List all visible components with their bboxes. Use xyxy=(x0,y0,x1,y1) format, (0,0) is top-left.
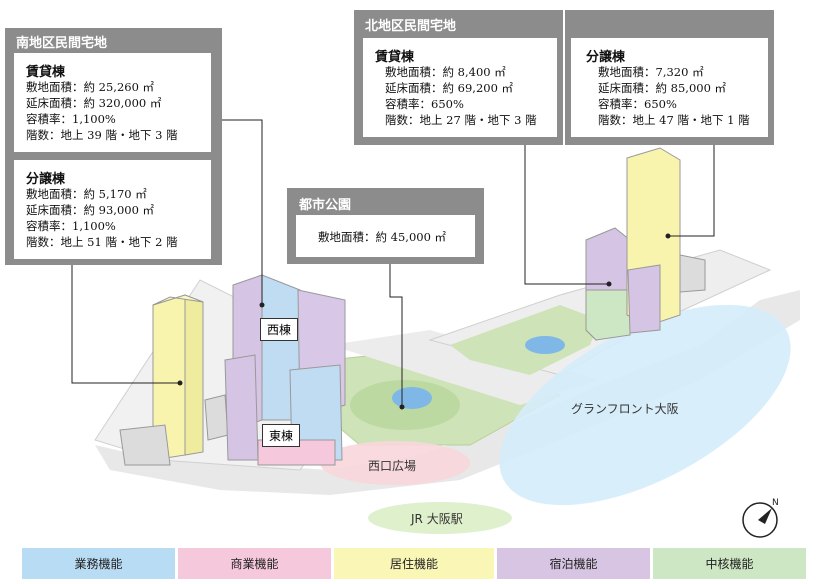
legend-hotel: 宿泊機能 xyxy=(497,548,650,579)
north-condo-line: 容積率：650% xyxy=(598,97,677,111)
north-condo-title: 分譲棟 xyxy=(586,50,626,65)
park-pond xyxy=(392,387,432,409)
leader-south-condo xyxy=(71,265,180,384)
leader-dot xyxy=(177,380,183,386)
north-rental-lower xyxy=(585,289,631,341)
legend-core: 中核機能 xyxy=(653,548,806,579)
west-plaza-label: 西口広場 xyxy=(368,459,417,473)
leader-north-condo xyxy=(668,138,715,237)
south-rental-title: 賃貸棟 xyxy=(26,65,66,80)
north-panel-title: 北地区民間宅地 xyxy=(365,19,457,34)
legend-label: 業務機能 xyxy=(74,557,123,571)
grand-front-label: グランフロント大阪 xyxy=(571,402,679,416)
west-low-building xyxy=(224,354,259,461)
south-rental-line: 敷地面積：約 25,260 ㎡ xyxy=(26,80,155,94)
north-pond xyxy=(525,336,565,354)
north-panel-divider xyxy=(563,10,565,145)
legend-commercial: 商業機能 xyxy=(178,548,331,579)
south-podium-mid xyxy=(204,394,229,441)
leader-dot xyxy=(606,281,612,287)
legend-label: 商業機能 xyxy=(230,557,279,571)
north-condo-line: 敷地面積：7,320 ㎡ xyxy=(598,65,704,79)
leader-dot xyxy=(259,302,265,308)
legend-label: 居住機能 xyxy=(389,557,438,571)
north-podium xyxy=(627,264,661,334)
west-tower-label: 西棟 xyxy=(260,318,299,341)
legend-office: 業務機能 xyxy=(22,548,175,579)
grand-front-zone xyxy=(499,304,791,506)
leader-north-rental xyxy=(524,145,609,285)
park-line: 敷地面積：約 45,000 ㎡ xyxy=(318,230,447,244)
legend-label: 中核機能 xyxy=(705,557,754,571)
compass-n: N xyxy=(772,498,779,508)
north-rental-card: 賃貸棟 敷地面積：約 8,400 ㎡ 延床面積：約 69,200 ㎡ 容積率：6… xyxy=(363,38,557,137)
south-rental-card: 賃貸棟 敷地面積：約 25,260 ㎡ 延床面積：約 320,000 ㎡ 容積率… xyxy=(14,53,211,152)
park-card: 敷地面積：約 45,000 ㎡ xyxy=(296,215,475,257)
road xyxy=(330,330,600,405)
leader-south-rental xyxy=(212,119,263,305)
south-condo-line: 敷地面積：約 5,170 ㎡ xyxy=(26,187,147,201)
south-condo-line: 容積率：1,100% xyxy=(26,219,116,233)
legend-label: 宿泊機能 xyxy=(549,557,598,571)
south-rental-line: 容積率：1,100% xyxy=(26,112,116,126)
north-rental-title: 賃貸棟 xyxy=(375,50,415,65)
south-rental-line: 延床面積：約 320,000 ㎡ xyxy=(26,96,162,110)
south-panel-title: 南地区民間宅地 xyxy=(16,36,108,51)
south-condo-title: 分譲棟 xyxy=(26,172,66,187)
north-park xyxy=(450,305,600,375)
north-rental-line: 容積率：650% xyxy=(385,97,464,111)
leader-park xyxy=(389,262,403,407)
leader-dot xyxy=(399,404,405,410)
north-rental-line: 延床面積：約 69,200 ㎡ xyxy=(385,81,514,95)
north-podium-low xyxy=(679,254,706,293)
legend-residential: 居住機能 xyxy=(334,548,494,579)
north-condo-line: 延床面積：約 85,000 ㎡ xyxy=(598,81,727,95)
south-rental-line: 階数：地上 39 階・地下 3 階 xyxy=(26,128,178,142)
south-podium-left xyxy=(119,424,171,466)
north-condo-line: 階数：地上 47 階・地下 1 階 xyxy=(598,113,750,127)
south-condo-card: 分譲棟 敷地面積：約 5,170 ㎡ 延床面積：約 93,000 ㎡ 容積率：1… xyxy=(14,160,211,259)
east-tower-label: 東棟 xyxy=(262,424,301,447)
park-panel-title: 都市公園 xyxy=(299,198,352,213)
west-plaza-zone xyxy=(320,441,470,485)
compass-arrow-head xyxy=(758,508,772,524)
north-condo-card: 分譲棟 敷地面積：7,320 ㎡ 延床面積：約 85,000 ㎡ 容積率：650… xyxy=(571,38,768,137)
south-condo-line: 階数：地上 51 階・地下 2 階 xyxy=(26,235,178,249)
south-condo-tower-top xyxy=(152,294,204,306)
north-rental-line: 階数：地上 27 階・地下 3 階 xyxy=(385,113,537,127)
north-rental-line: 敷地面積：約 8,400 ㎡ xyxy=(385,65,506,79)
south-condo-tower-side xyxy=(184,294,204,456)
south-condo-line: 延床面積：約 93,000 ㎡ xyxy=(26,203,155,217)
jr-station-zone xyxy=(368,502,512,534)
leader-dot xyxy=(665,233,671,239)
jr-station-label: JR 大阪駅 xyxy=(411,512,463,526)
